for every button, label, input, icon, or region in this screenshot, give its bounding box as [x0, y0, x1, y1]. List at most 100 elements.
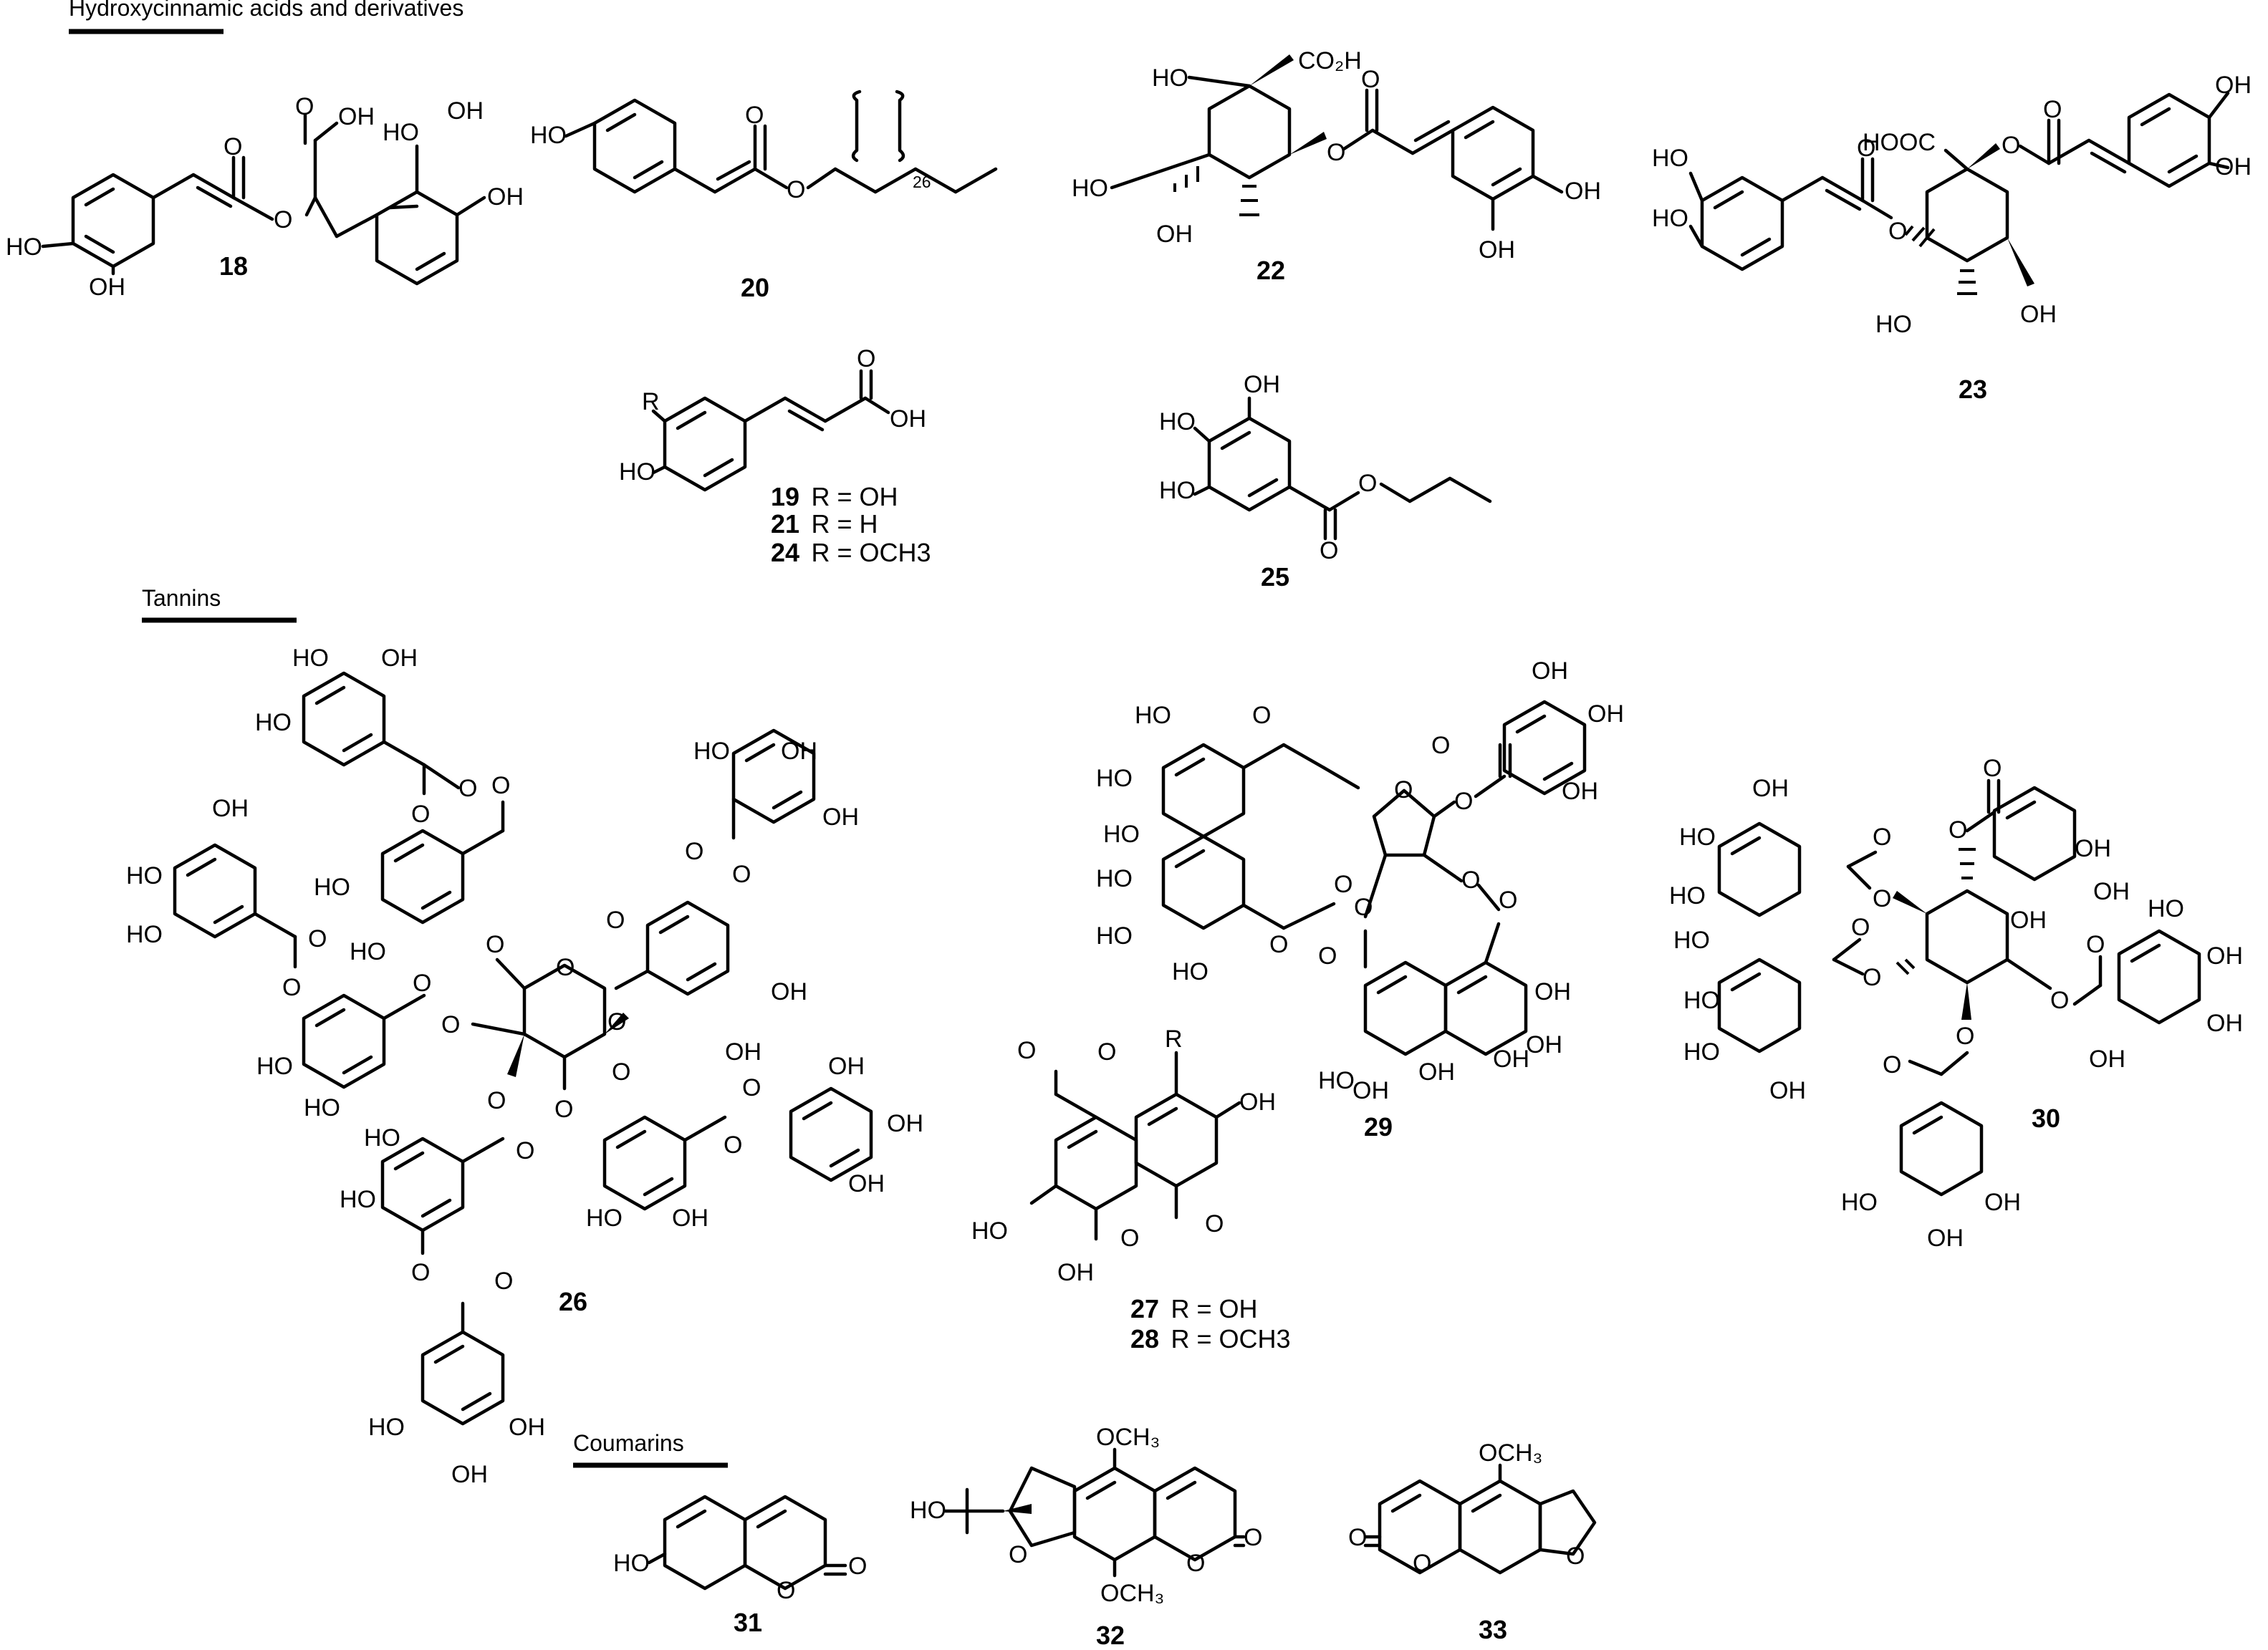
svg-text:OH: OH [725, 1038, 761, 1066]
svg-text:HO: HO [1673, 927, 1710, 954]
svg-text:HO: HO [1135, 702, 1171, 729]
svg-text:HO: HO [1096, 922, 1133, 950]
svg-text:O: O [1327, 139, 1345, 166]
svg-text:HO: HO [6, 233, 42, 261]
svg-text:HO: HO [340, 1186, 376, 1213]
svg-text:O: O [411, 801, 430, 828]
svg-text:O: O [1454, 788, 1473, 815]
svg-text:O: O [848, 1553, 867, 1580]
svg-text:HO: HO [1159, 408, 1196, 435]
svg-text:HO: HO [1683, 1038, 1720, 1066]
svg-text:OH: OH [2010, 907, 2047, 934]
svg-text:O: O [607, 1008, 626, 1036]
compound-31-structure: HO O O 31 [613, 1495, 867, 1637]
svg-text:HO: HO [255, 709, 292, 736]
svg-text:HO: HO [1318, 1067, 1355, 1094]
svg-text:O: O [1983, 755, 2002, 782]
svg-text:HO: HO [1669, 882, 1706, 910]
svg-text:O: O [1461, 867, 1480, 894]
compound-31-label: 31 [734, 1608, 762, 1637]
svg-text:OH: OH [1562, 778, 1598, 805]
svg-text:O: O [612, 1058, 630, 1086]
svg-text:O: O [1949, 816, 1967, 844]
svg-text:HOOC: HOOC [1863, 129, 1936, 156]
compound-32-structure: HO O OCH₃ OCH₃ O O 32 [910, 1424, 1262, 1650]
svg-text:O: O [1009, 1541, 1027, 1568]
svg-text:OH: OH [848, 1170, 885, 1197]
svg-text:O: O [1566, 1543, 1585, 1570]
compound-28-rdef: 28 R = OCH3 [1130, 1324, 1291, 1354]
svg-text:CO₂H: CO₂H [1298, 47, 1362, 74]
svg-text:O: O [2050, 987, 2069, 1014]
svg-text:HO: HO [1103, 821, 1140, 848]
svg-text:HO: HO [530, 122, 567, 149]
svg-text:OCH₃: OCH₃ [1096, 1424, 1160, 1451]
compound-25-structure: OH HO HO O O 25 [1159, 371, 1492, 592]
compound-30-structure: O O OH OH OH O O OH HO HO HO O O HO HO O… [1669, 755, 2243, 1252]
svg-text:O: O [1017, 1037, 1036, 1064]
svg-text:O: O [1358, 470, 1377, 497]
svg-text:OH: OH [509, 1414, 545, 1441]
svg-text:OH: OH [890, 405, 926, 433]
svg-text:O: O [742, 1074, 761, 1101]
svg-text:O: O [554, 1096, 573, 1123]
svg-text:OH: OH [1984, 1189, 2021, 1216]
svg-text:O: O [1499, 887, 1517, 914]
compound-30-label: 30 [2032, 1104, 2060, 1133]
svg-text:O: O [1883, 1051, 1901, 1079]
compound-29-label: 29 [1364, 1112, 1393, 1142]
compound-19-21-24-structure: R HO O OH 19 R = OH 21 R = H 24 R = OCH3 [619, 345, 931, 567]
svg-text:OH: OH [672, 1205, 708, 1232]
svg-text:O: O [2002, 132, 2020, 159]
svg-text:OH: OH [1752, 775, 1789, 802]
svg-text:OH: OH [212, 795, 249, 822]
svg-text:O: O [732, 861, 751, 888]
compound-19-rdef: 19 R = OH [771, 482, 898, 511]
svg-text:O: O [1431, 732, 1450, 759]
svg-text:OH: OH [2215, 72, 2252, 99]
svg-text:O: O [441, 1011, 460, 1038]
svg-text:OH: OH [2206, 1010, 2243, 1037]
svg-text:OH: OH [1526, 1031, 1562, 1058]
svg-text:OCH₃: OCH₃ [1479, 1439, 1542, 1467]
svg-text:HO: HO [350, 938, 386, 965]
svg-text:O: O [413, 970, 431, 997]
svg-text:O: O [274, 206, 292, 233]
svg-text:OH: OH [487, 183, 524, 211]
compound-27-28-structure: O O R OH O O HO OH 27 R = OH 28 R = OCH3 [971, 1026, 1291, 1354]
svg-text:O: O [1186, 1550, 1205, 1577]
svg-text:OH: OH [771, 978, 807, 1005]
svg-text:O: O [487, 1087, 506, 1114]
compound-33-label: 33 [1479, 1615, 1507, 1644]
svg-text:O: O [1334, 871, 1352, 898]
svg-text:O: O [224, 133, 242, 160]
svg-text:OH: OH [1352, 1077, 1389, 1104]
svg-text:O: O [1269, 931, 1288, 958]
svg-text:HO: HO [1683, 987, 1720, 1014]
svg-text:HO: HO [256, 1053, 293, 1080]
svg-text:OH: OH [338, 103, 375, 130]
svg-text:OH: OH [2075, 835, 2111, 862]
compound-20-label: 20 [741, 273, 769, 302]
svg-text:OH: OH [887, 1110, 923, 1137]
svg-text:HO: HO [1159, 477, 1196, 504]
svg-text:OH: OH [2089, 1046, 2125, 1073]
svg-text:O: O [1120, 1225, 1139, 1252]
svg-text:OH: OH [2093, 878, 2130, 905]
svg-text:O: O [1873, 824, 1891, 851]
svg-text:HO: HO [1652, 145, 1688, 172]
svg-text:OH: OH [1534, 978, 1571, 1005]
compound-18-label: 18 [219, 251, 248, 281]
svg-text:HO: HO [126, 921, 163, 948]
svg-text:OH: OH [828, 1053, 865, 1080]
svg-text:OH: OH [1493, 1046, 1529, 1073]
svg-text:OH: OH [89, 274, 125, 301]
svg-text:R: R [1165, 1026, 1183, 1053]
compound-24-rdef: 24 R = OCH3 [771, 538, 931, 567]
svg-text:O: O [724, 1132, 742, 1159]
svg-text:OH: OH [1927, 1225, 1964, 1252]
svg-text:OH: OH [2206, 942, 2243, 970]
svg-text:HO: HO [364, 1124, 400, 1152]
compound-22-structure: HO CO₂H HO OH O O OH OH 22 [1072, 47, 1601, 285]
